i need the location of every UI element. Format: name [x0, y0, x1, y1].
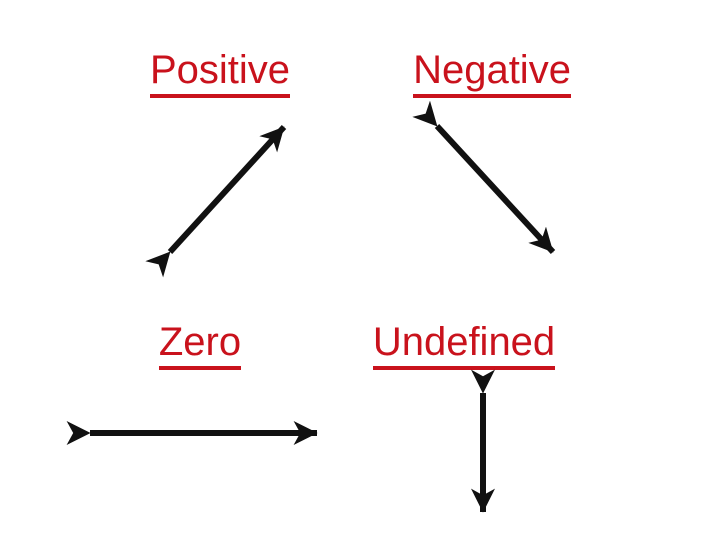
label-undefined-text: Undefined — [372, 320, 556, 370]
negative-slope-arrow — [412, 100, 556, 255]
label-negative-text: Negative — [413, 48, 571, 98]
label-zero-text: Zero — [158, 320, 242, 370]
label-zero: Zero — [80, 318, 320, 370]
label-positive-text: Positive — [149, 48, 291, 98]
label-undefined: Undefined — [344, 318, 584, 370]
label-positive: Positive — [100, 46, 340, 98]
positive-slope-arrow — [145, 124, 287, 278]
label-negative: Negative — [372, 46, 612, 98]
